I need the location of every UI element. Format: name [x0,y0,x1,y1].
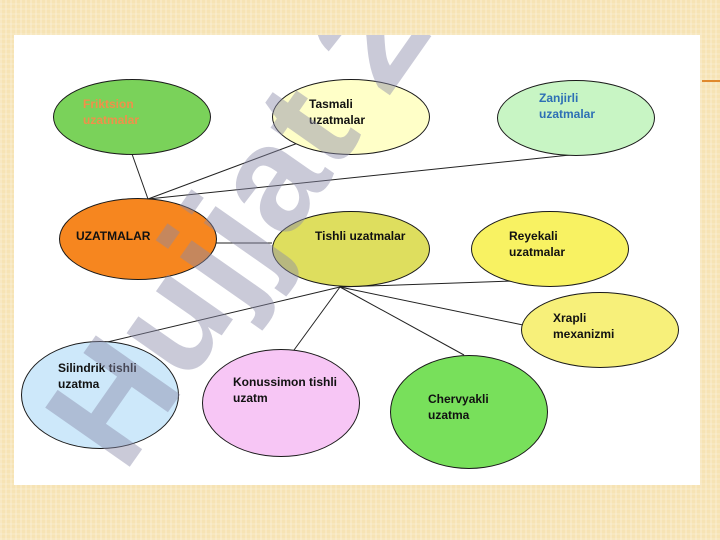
label-xrapli: Xrapli mexanizmi [553,311,615,341]
label-zanjirli: Zanjirli uzatmalar [539,91,596,121]
line-uzatmalar-zanjirli [147,154,571,200]
label-silindrik: Silindrik tishli uzatma [58,361,137,391]
line-tishli-chervyakli [339,286,465,356]
line-tishli-konussimon [285,286,341,362]
label-reyekali: Reyekali uzatmalar [509,229,566,259]
decorative-line [702,80,720,82]
line-uzatmalar-friktsion [131,153,149,200]
node-tasmali [272,79,430,155]
node-uzatmalar [59,198,217,280]
node-tishli [272,211,430,287]
label-tasmali: Tasmali uzatmalar [309,97,366,127]
line-uzatmalar-tasmali [147,142,299,200]
node-zanjirli [497,80,655,156]
node-silindrik [21,341,179,449]
label-konussimon: Konussimon tishli uzatm [233,375,338,405]
label-tishli: Tishli uzatmalar [315,229,406,243]
node-reyekali [471,211,629,287]
label-chervyakli: Chervyakli uzatma [428,392,489,422]
node-friktsion [53,79,211,155]
line-tishli-xrapli [339,286,524,326]
label-uzatmalar: UZATMALAR [76,229,151,243]
node-konussimon [202,349,360,457]
line-tishli-silindrik [98,286,341,345]
node-chervyakli [390,355,548,469]
label-friktsion: Friktsion uzatmalar [83,97,140,127]
connectors [98,142,571,362]
slide: Friktsion uzatmalar Tasmali uzatmalar Za… [14,35,700,485]
node-xrapli [521,292,679,368]
